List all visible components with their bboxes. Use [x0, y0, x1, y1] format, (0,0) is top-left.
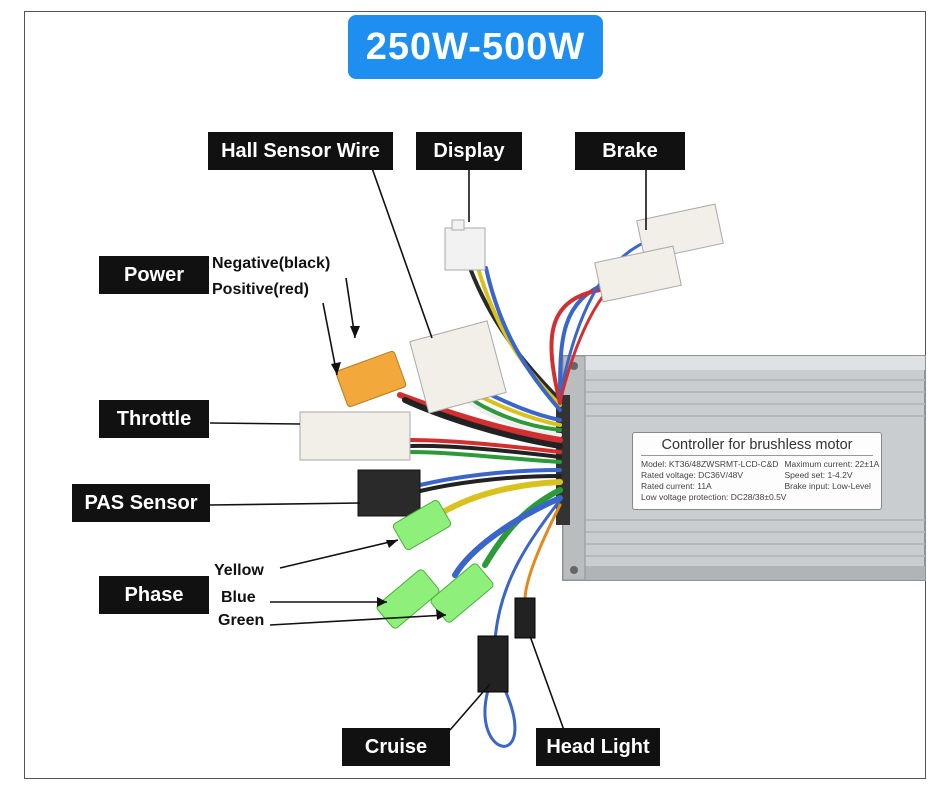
label-negative-black: Negative(black): [212, 255, 331, 272]
spec-plate-rows: Model: KT36/48ZWSRMT-LCD-C&D Maximum cur…: [641, 459, 879, 502]
label-positive-red: Positive(red): [212, 281, 309, 298]
label-phase-green: Green: [218, 612, 265, 629]
label-pas-sensor: PAS Sensor: [72, 484, 210, 522]
pointer-lines: [209, 167, 647, 734]
label-brake: Brake: [575, 132, 685, 170]
spec-row: Low voltage protection: DC28/38±0.5V: [641, 492, 787, 502]
power-range-title: 250W-500W: [348, 15, 603, 79]
spec-row: Maximum current: 22±1A: [784, 459, 880, 469]
spec-row: Brake input: Low-Level: [784, 481, 871, 491]
cruise-connector: [477, 635, 509, 693]
label-hall-sensor-wire: Hall Sensor Wire: [208, 132, 393, 170]
hall-sensor-connector: [409, 320, 507, 414]
label-display: Display: [416, 132, 522, 170]
label-cruise: Cruise: [342, 728, 450, 766]
power-connector: [335, 350, 407, 408]
phase-connectors: [376, 499, 494, 629]
spec-row: Rated current: 11A: [641, 481, 712, 491]
spec-row: Speed set: 1-4.2V: [784, 470, 853, 480]
head-light-connector: [514, 597, 536, 639]
brake-connectors: [594, 203, 724, 303]
label-head-light: Head Light: [536, 728, 660, 766]
label-phase-yellow: Yellow: [214, 562, 264, 579]
label-power: Power: [99, 256, 209, 294]
controller-spec-plate: Controller for brushless motor Model: KT…: [632, 432, 882, 510]
label-throttle: Throttle: [99, 400, 209, 438]
label-phase-blue: Blue: [221, 589, 256, 606]
label-phase: Phase: [99, 576, 209, 614]
spec-plate-title: Controller for brushless motor: [641, 437, 873, 456]
pointer-arrowheads: [331, 326, 446, 620]
spec-row: Model: KT36/48ZWSRMT-LCD-C&D: [641, 459, 779, 469]
display-connector: [444, 219, 486, 271]
throttle-connector: [299, 411, 411, 461]
spec-row: Rated voltage: DC36V/48V: [641, 470, 744, 480]
pas-sensor-connector: [357, 469, 421, 517]
